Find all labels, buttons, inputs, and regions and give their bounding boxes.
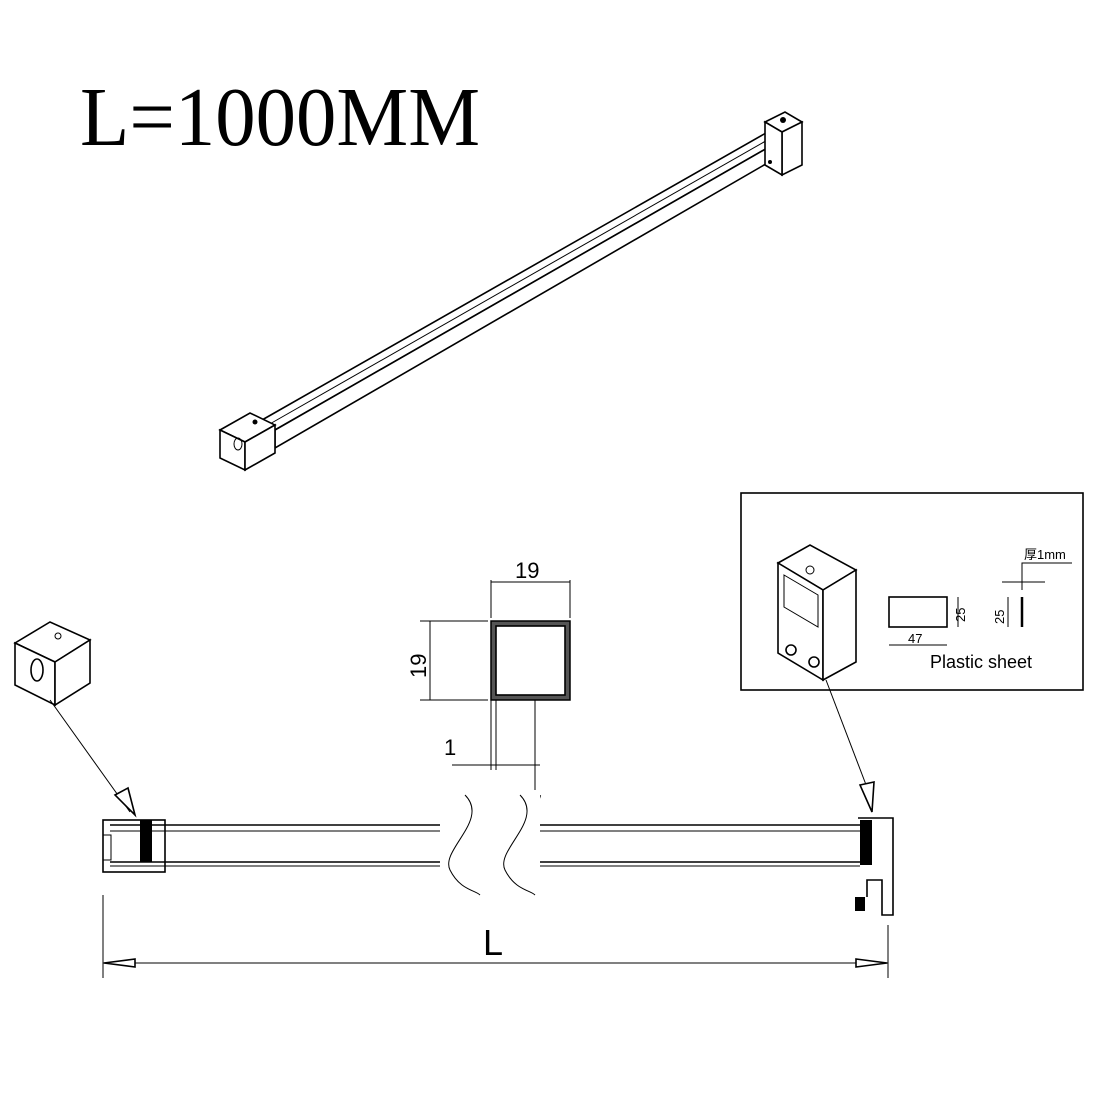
tube-width-dim: 19 (515, 558, 539, 583)
wall-thickness-dim: 1 (444, 735, 456, 760)
tube-cross-section: 19 19 1 (406, 558, 571, 815)
end-cap-cube-detail (13, 621, 137, 818)
length-title: L=1000MM (80, 71, 480, 164)
isometric-bar-view (218, 111, 804, 472)
bracket-detail-box: 47 25 25 厚1mm Plastic sheet (740, 492, 1084, 813)
overall-length-dimension: L (102, 895, 889, 978)
tube-height-dim: 19 (406, 654, 431, 678)
plastic-sheet-caption: Plastic sheet (930, 652, 1032, 672)
bar-side-view (102, 790, 894, 916)
side-height-dim: 25 (992, 610, 1007, 624)
length-label: L (483, 922, 503, 963)
sheet-width-dim: 47 (908, 631, 922, 646)
sheet-height-dim: 25 (953, 608, 968, 622)
thickness-label: 厚1mm (1024, 547, 1066, 562)
